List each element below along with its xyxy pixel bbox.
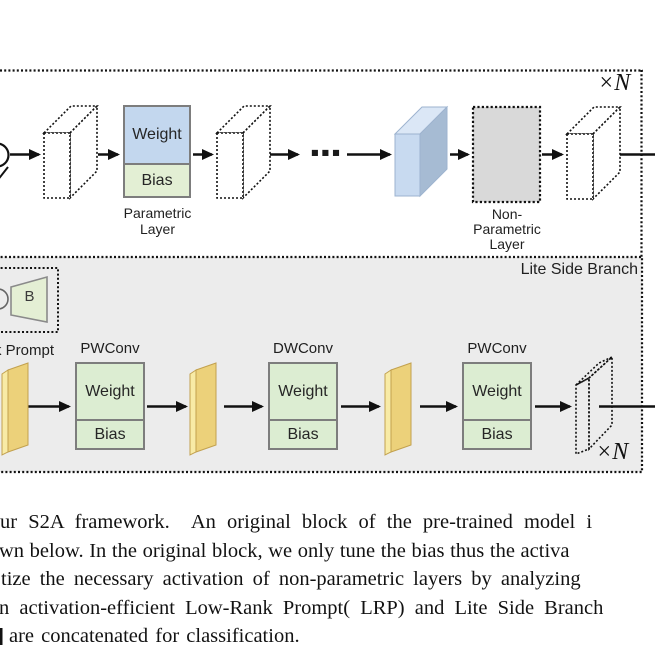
conv3-box: Weight Bias	[462, 362, 532, 450]
feature-slab-dotted-2	[215, 104, 272, 200]
conv1-box: Weight Bias	[75, 362, 145, 450]
feature-slab-dotted-3	[565, 105, 622, 201]
activation-slab-yellow-3	[384, 362, 412, 456]
caption-cut-letter-sliver	[0, 628, 3, 645]
caption-line-1: ur S2A framework. An original block of t…	[0, 511, 593, 533]
parametric-bias-cell: Bias	[125, 163, 189, 196]
conv3-bias-cell: Bias	[464, 419, 530, 448]
original-block-repeat-label: ×N	[598, 70, 631, 96]
branch-split-line	[0, 166, 9, 179]
caption-line-2: wn below. In the original block, we only…	[0, 539, 570, 562]
caption-line-3: tize the necessary activation of non-par…	[1, 568, 581, 590]
residual-add-circle	[0, 142, 10, 168]
prompt-caption: k Prompt	[0, 342, 55, 359]
feature-slab-dotted-1	[42, 104, 99, 200]
side-branch-repeat-label: ×N	[596, 439, 629, 465]
conv3-weight-cell: Weight	[464, 364, 530, 419]
prompt-a-circle	[0, 288, 9, 310]
parametric-layer-label-line1: Parametric	[123, 205, 192, 221]
activation-slab-blue	[393, 105, 449, 198]
conv2-weight-cell: Weight	[270, 364, 336, 419]
non-parametric-box	[471, 105, 542, 204]
activation-slab-yellow-1	[1, 362, 29, 456]
non-parametric-label-line3: Layer	[489, 236, 525, 252]
caption-line-5: are concatenated for classification.	[9, 625, 300, 647]
conv1-title: PWConv	[80, 340, 140, 357]
prompt-b-label: B	[24, 288, 35, 305]
conv2-title: DWConv	[272, 340, 333, 357]
conv3-title: PWConv	[467, 340, 527, 357]
conv1-bias-cell: Bias	[77, 419, 143, 448]
parametric-layer-label-line2: Layer	[139, 221, 176, 237]
conv2-box: Weight Bias	[268, 362, 338, 450]
conv1-weight-cell: Weight	[77, 364, 143, 419]
parametric-layer-box: Weight Bias	[123, 105, 191, 198]
non-parametric-label-line1: Non-	[491, 206, 523, 222]
caption-line-4: n activation-efficient Low-Rank Prompt( …	[0, 596, 604, 619]
parametric-weight-cell: Weight	[125, 107, 189, 163]
non-parametric-label-line2: Parametric	[473, 221, 541, 237]
side-branch-title: Lite Side Branch	[520, 261, 638, 278]
output-slab-dotted	[575, 355, 613, 456]
conv2-bias-cell: Bias	[270, 419, 336, 448]
ellipsis-dots: ■■■	[311, 148, 343, 157]
low-rank-prompt-box	[0, 267, 59, 333]
prompt-b-trapezoid	[10, 275, 48, 323]
activation-slab-yellow-2	[189, 362, 217, 456]
